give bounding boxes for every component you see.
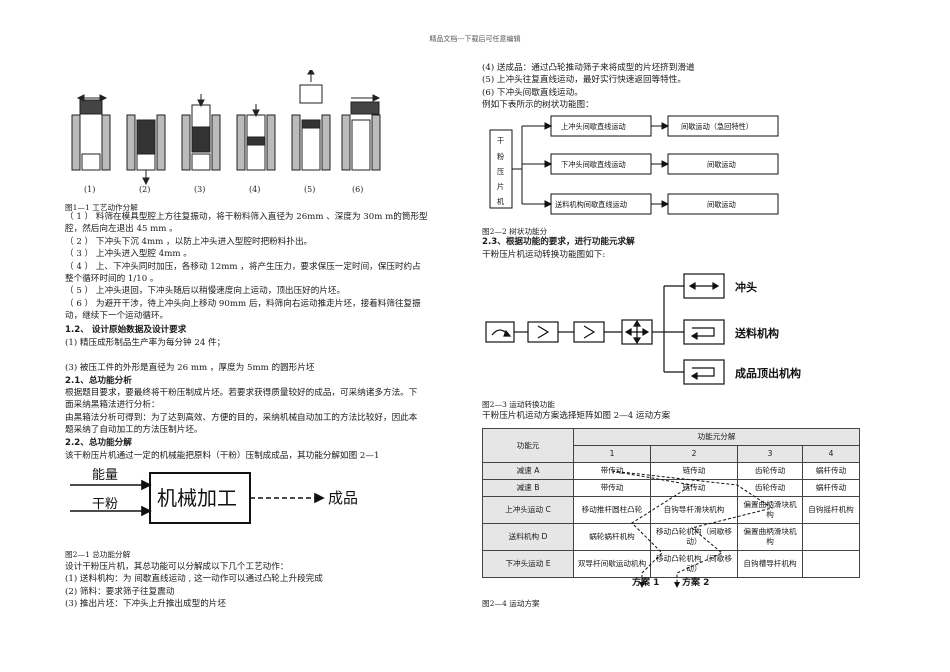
section-2-1-title: 2.1、总功能分析 xyxy=(65,376,132,386)
sec12-line1: (1) 精压成形制品生产率为每分钟 24 件； xyxy=(65,338,226,348)
conversion-diagram: 冲头 送料机构 成品顶出机构 xyxy=(485,273,801,385)
section-1-2-title: 1.2、 设计原始数据及设计要求 xyxy=(65,325,187,335)
step-line: 腔，然后向左退出 45 mm 。 xyxy=(65,224,178,235)
section-2-2-title: 2.2、总功能分解 xyxy=(65,438,132,448)
fig1-number-3: (3) xyxy=(194,185,205,194)
scheme-path-overlay xyxy=(611,470,774,588)
matrix-cell: 偏置曲柄滑块机构 xyxy=(737,496,803,524)
fig1-number-2: (2) xyxy=(139,185,150,194)
matrix-col-header: 1 xyxy=(573,445,651,463)
step-line: （ 3 ） 上冲头进入型腔 4mm 。 xyxy=(65,249,192,260)
fig1-number-1: (1) xyxy=(84,185,95,194)
steps-list: （ 1 ） 料筛在模具型腔上方往复振动，将干粉料筛入直径为 26mm 、深度为 … xyxy=(65,211,428,323)
matrix-corner: 功能元 xyxy=(482,428,574,463)
tree-func-1: 间歇运动（急回特性） xyxy=(681,122,753,131)
sec23-line: 干粉压片机运动转换功能图如下: xyxy=(482,250,606,260)
scheme-1-path xyxy=(611,470,694,586)
step-line: （ 2 ） 下冲头下沉 4mm ，以防上冲头进入型腔时把粉料扑出。 xyxy=(65,236,313,247)
conv-label-punch: 冲头 xyxy=(735,280,757,294)
step-line: （ 6 ） 为避开干涉，待上冲头向上移动 90mm 后，料筛向右运动推走片坯，接… xyxy=(65,298,421,309)
matrix-cell xyxy=(802,550,860,578)
step-line: 整个循环时间的 1/10 。 xyxy=(65,274,159,285)
tree-root-char: 片 xyxy=(497,182,504,191)
sec21-line: 题采纳了自动加工的方法压制片坯。 xyxy=(65,425,203,436)
station-5 xyxy=(291,70,331,171)
tree-root-char: 干 xyxy=(497,136,504,145)
step-line: （ 5 ） 上冲头退回，下冲头随后以稍慢速度向上运动，顶出压好的片坯。 xyxy=(65,286,346,297)
conv-label-eject: 成品顶出机构 xyxy=(735,366,801,380)
sec21-line: 面采纳黑箱法进行分析： xyxy=(65,400,160,411)
matrix-col-header: 3 xyxy=(737,445,803,463)
tree-func-2: 间歇运动 xyxy=(707,160,736,169)
matrix-row-header: 减速 A xyxy=(482,462,574,480)
fig1-number-5: (5) xyxy=(304,185,315,194)
matrix-cell: 移动凸轮机构（间歇移动） xyxy=(650,523,738,551)
fig22-caption: 图2—2 树状功能分 xyxy=(482,227,548,236)
blackbox-input-energy: 能量 xyxy=(92,468,118,483)
scheme-matrix: 功能元 功能元分解 1 2 3 4 减速 A 带传动 链传动 齿轮传动 蜗杆传动… xyxy=(482,428,860,588)
intro-line: 例如下表所示的树状功能图： xyxy=(482,100,594,111)
fig1-caption: 图1—1 工艺动作分解 xyxy=(65,203,138,212)
scheme-2-label: 方案 2 xyxy=(682,578,710,588)
conv-label-feed: 送料机构 xyxy=(734,326,779,340)
intro-line: (5) 上冲头往复直线运动，最好实行快速返回等特性。 xyxy=(482,75,686,86)
sec21-paragraph: 根据题目要求，要最终将干粉压制成片坯。若要求获得质量较好的成品，可采纳诸多方法。… xyxy=(65,387,417,437)
matrix-cell: 移动推杆圆柱凸轮 xyxy=(573,496,651,524)
blackbox-output: 成品 xyxy=(328,489,358,507)
tree-root-char: 压 xyxy=(497,167,504,176)
station-3 xyxy=(181,94,221,171)
right-intro: (4) 送成品：通过凸轮推动筛子来将成型的片坯挤到滑道 (5) 上冲头往复直线运… xyxy=(482,62,695,112)
scheme-1-label: 方案 1 xyxy=(632,578,660,588)
blackbox-box-label: 机械加工 xyxy=(157,486,237,510)
station-1 xyxy=(71,94,111,171)
fig1-number-4: (4) xyxy=(249,185,260,194)
sec21-line: 由黑箱法分析可得到：为了达到高效、方便的目的，采纳机械自动加工的方法比较好，因此… xyxy=(65,412,418,423)
page-header: 精品文档---下载后可任意编辑 xyxy=(429,35,521,43)
tree-func-3: 间歇运动 xyxy=(707,200,736,209)
tree-motion-1: 上冲头间歇直线运动 xyxy=(561,122,626,131)
function-line: (2) 筛料：要求筛子往复震动 xyxy=(65,586,175,597)
matrix-cell: 移动凸轮机构（间歇移动） xyxy=(650,550,738,578)
matrix-row-header: 下冲头运动 E xyxy=(482,550,574,578)
fig24-caption: 图2—4 运动方案 xyxy=(482,599,540,608)
sec22-line: 该干粉压片机通过一定的机械能把原料（干粉）压制成成品，其功能分解如图 2—1 xyxy=(65,451,380,461)
blackbox-diagram: 能量 干粉 机械加工 成品 xyxy=(70,468,358,524)
function-list: 设计干粉压片机，其总功能可以分解成以下几个工艺动作： (1) 送料机构：为 间歇… xyxy=(65,561,323,611)
station-2 xyxy=(126,114,166,186)
matrix-cell: 偏置曲柄滑块机构 xyxy=(737,523,803,551)
scheme-table: 功能元 功能元分解 1 2 3 4 减速 A 带传动 链传动 齿轮传动 蜗杆传动… xyxy=(482,428,860,578)
step-line: （ 1 ） 料筛在模具型腔上方往复振动，将干粉料筛入直径为 26mm 、深度为 … xyxy=(65,212,428,222)
function-line: 设计干粉压片机，其总功能可以分解成以下几个工艺动作： xyxy=(65,562,289,572)
matrix-col-header: 4 xyxy=(802,445,860,463)
blackbox-input-powder: 干粉 xyxy=(92,497,118,512)
fig23-caption: 图2—3 运动转换功能 xyxy=(482,400,555,409)
sec21-line: 根据题目要求，要最终将干粉压制成片坯。若要求获得质量较好的成品，可采纳诸多方法。… xyxy=(65,388,418,398)
tree-motion-2: 下冲头间歇直线运动 xyxy=(561,160,626,169)
tree-root-char: 机 xyxy=(497,197,505,206)
fig1-number-6: (6) xyxy=(352,185,363,194)
station-4 xyxy=(236,104,276,171)
section-2-3-title: 2.3、根据功能的要求，进行功能元求解 xyxy=(482,237,635,247)
intro-line: (6) 下冲头间歇直线运动。 xyxy=(482,87,583,98)
step-line: 动，继续下一个运动循环。 xyxy=(65,311,169,322)
step-line: （ 4 ） 上、下冲头同时加压，各移动 12mm ，将产生压力，要求保压一定时间… xyxy=(65,261,421,272)
tree-root-char: 粉 xyxy=(497,152,504,161)
tree-motion-3: 送料机构间歇直线运动 xyxy=(555,200,627,209)
process-figure: (1) (2) (3) (4) (5) (6) xyxy=(71,70,381,194)
sec12-line2: (3) 被压工件的外形是直径为 26 mm ，厚度为 5mm 的圆形片坯 xyxy=(65,363,315,373)
tree-diagram: 干 粉 压 片 机 上冲头间歇直线运动 下冲头间歇直线运动 送料机构间歇直线运动… xyxy=(489,115,779,215)
scheme-2-path xyxy=(611,470,774,586)
intro-line: (4) 送成品：通过凸轮推动筛子来将成型的片坯挤到滑道 xyxy=(482,63,695,73)
matrix-cell: 双导杆间歇运动机构 xyxy=(573,550,651,578)
matrix-row-header: 送料机构 D xyxy=(482,523,574,551)
fig21-caption: 图2—1 总功能分解 xyxy=(65,550,131,559)
function-line: (1) 送料机构：为 间歇直线运动 , 这一动作可以通过凸轮上升段完成 xyxy=(65,574,323,585)
matrix-intro: 干粉压片机运动方案选择矩阵如图 2—4 运动方案 xyxy=(482,411,671,421)
station-6 xyxy=(341,94,381,171)
function-line: (3) 推出片坯：下冲头上升推出成型的片坯 xyxy=(65,599,226,610)
